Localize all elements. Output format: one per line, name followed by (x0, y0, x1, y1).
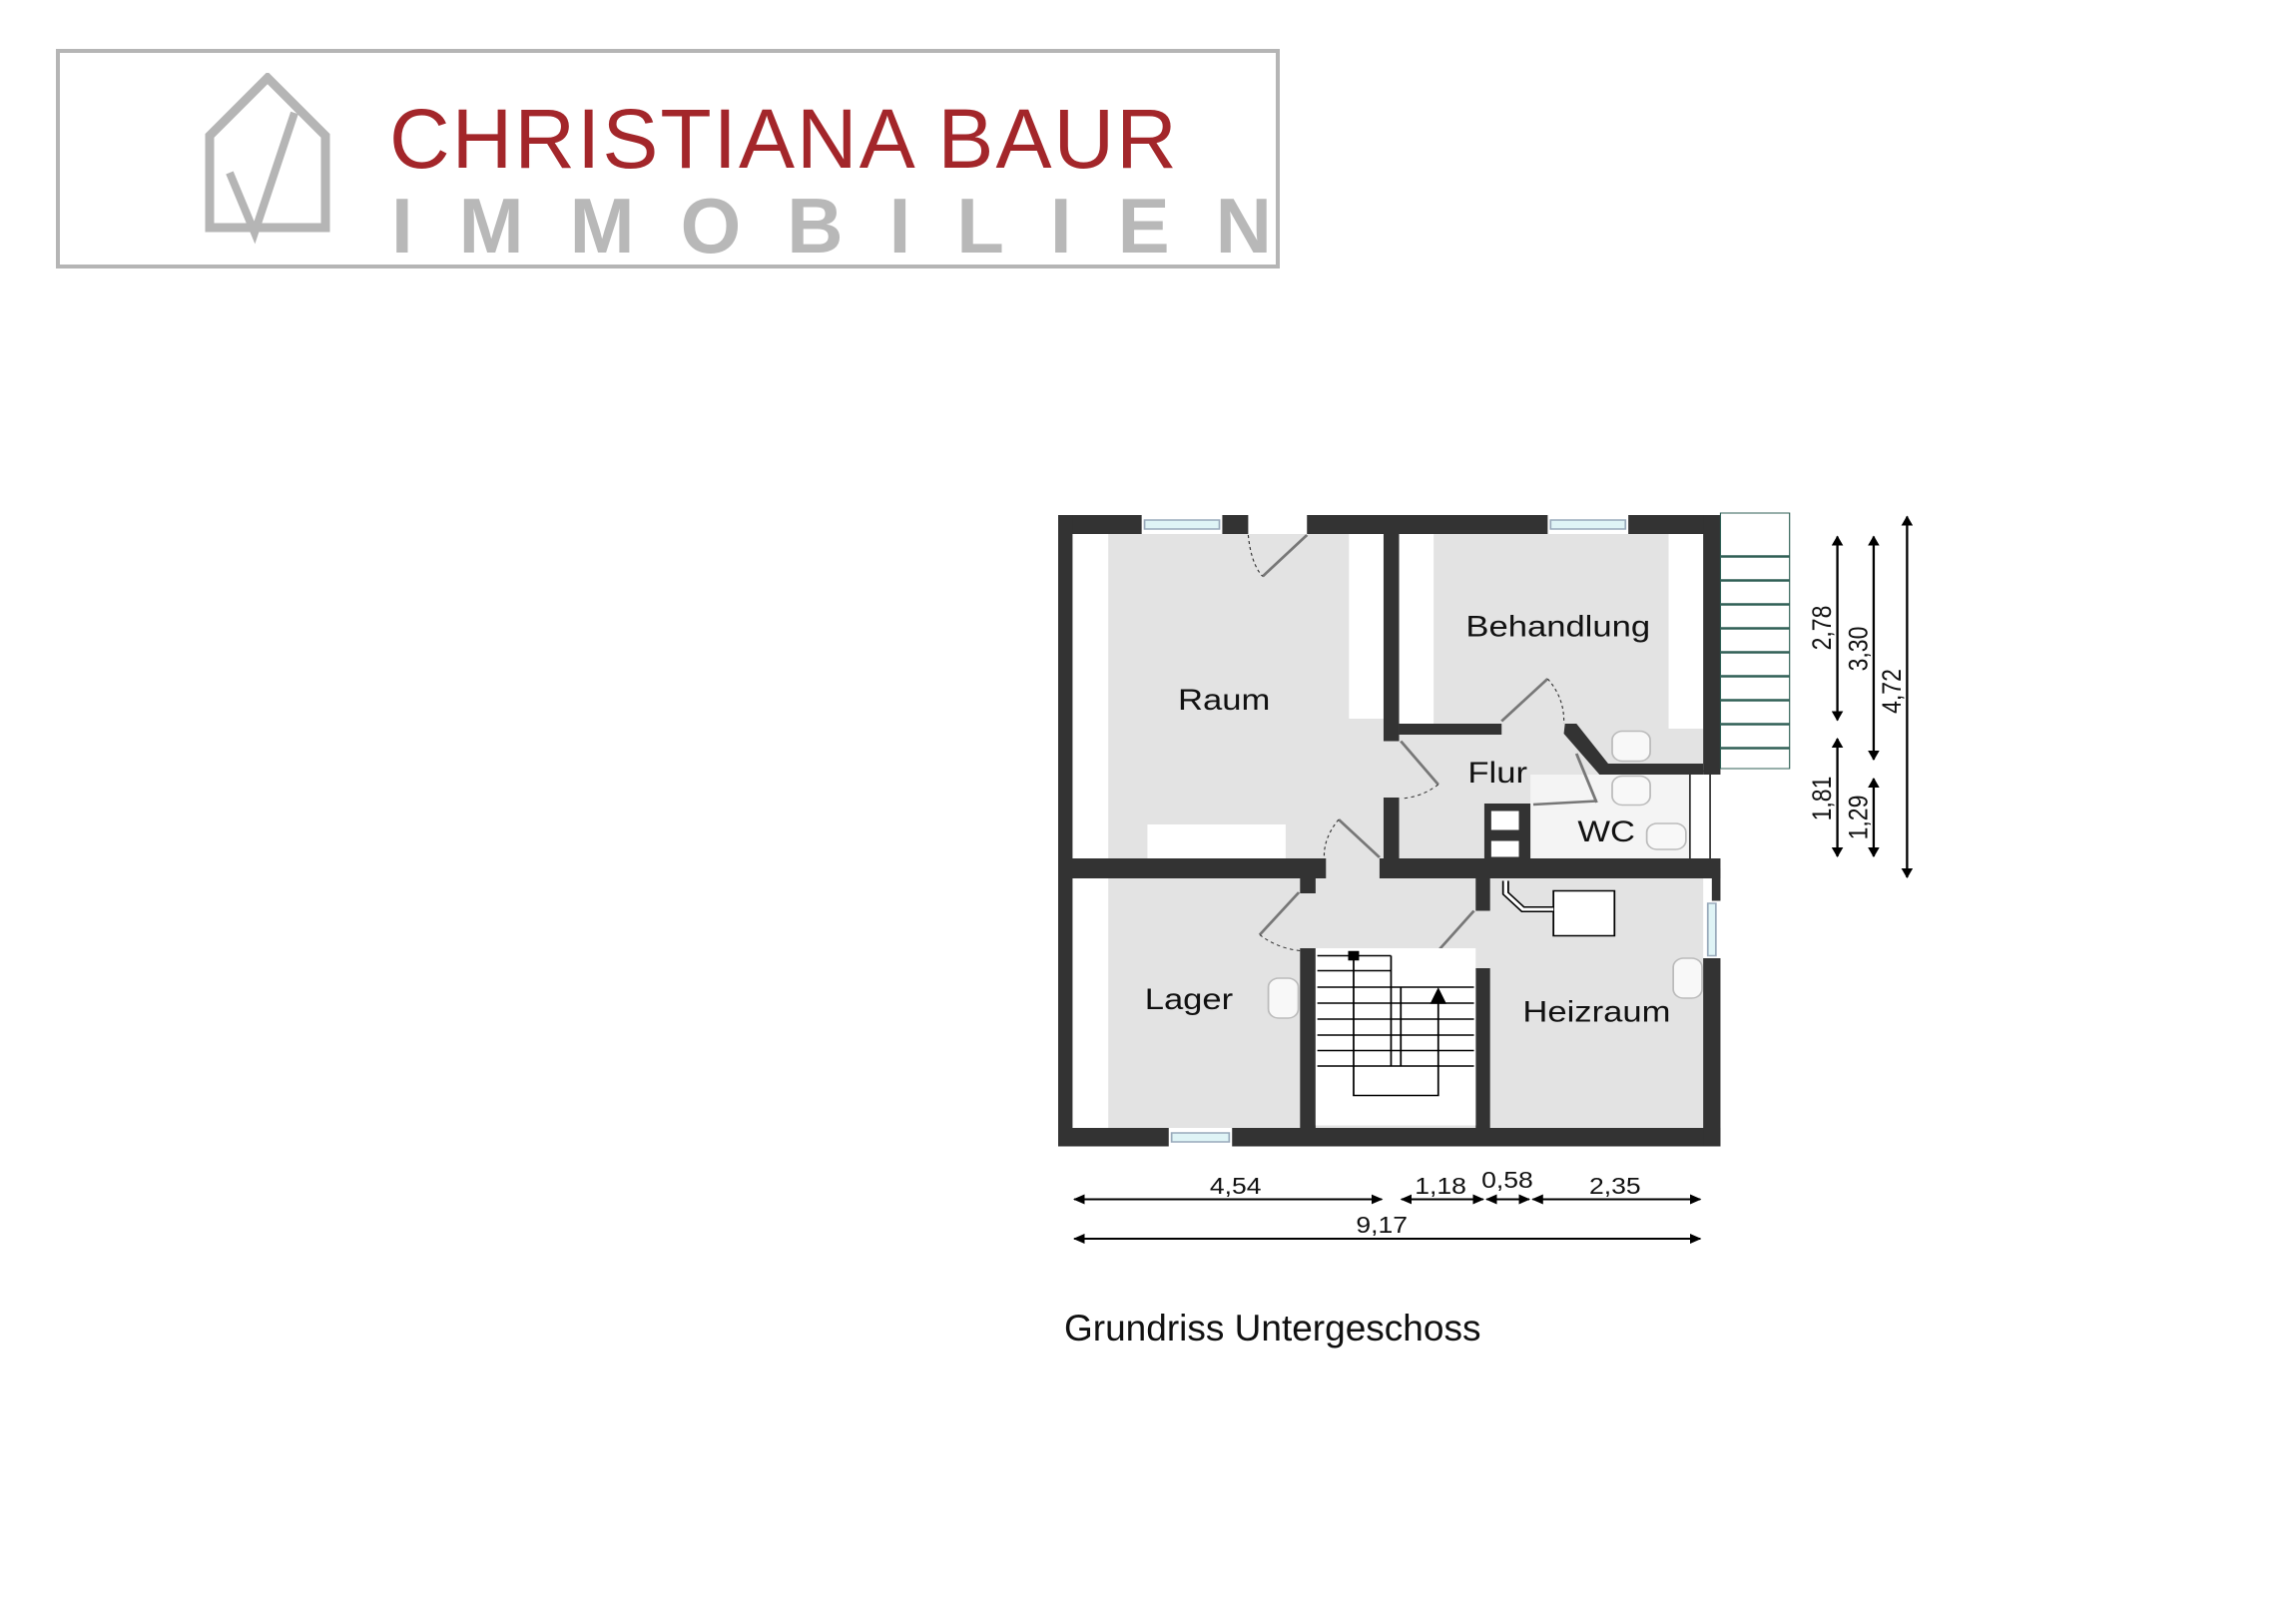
fixtures (1267, 730, 1703, 1019)
company-logo: CHRISTIANA BAUR IMMOBILIEN (56, 49, 1280, 270)
dim-label-total-height: 4,72 (1879, 669, 1908, 714)
room-label-heizraum: Heizraum (1522, 995, 1670, 1028)
dim-label: 0,58 (1481, 1169, 1533, 1194)
dim-label: 1,18 (1415, 1175, 1466, 1200)
windows (1143, 519, 1717, 1143)
walls (1058, 515, 1721, 1147)
brand-name: CHRISTIANA BAUR (389, 92, 1179, 186)
dim-label: 1,29 (1845, 796, 1874, 840)
room-label-lager: Lager (1145, 982, 1234, 1015)
room-label-wc: WC (1577, 814, 1635, 847)
dim-label-total-width: 9,17 (1356, 1214, 1408, 1239)
room-label-behandlung: Behandlung (1465, 610, 1650, 643)
plan-caption: Grundriss Untergeschoss (1064, 1308, 1481, 1349)
interior-staircase (1315, 948, 1476, 1126)
dim-label: 1,81 (1809, 777, 1838, 821)
brand-subtitle: IMMOBILIEN (391, 182, 1318, 270)
dim-label: 4,54 (1210, 1175, 1262, 1200)
dimension-lines (1073, 515, 1914, 1244)
floor-plan: Raum Behandlung Flur WC Lager Heizraum 4… (1058, 512, 1914, 1244)
dim-label: 2,78 (1809, 606, 1838, 651)
dim-label: 3,30 (1845, 627, 1874, 672)
house-check-icon (205, 73, 330, 245)
room-label-flur: Flur (1467, 756, 1527, 789)
exterior-stairs (1719, 512, 1791, 770)
room-label-raum: Raum (1178, 683, 1270, 716)
dim-label: 2,35 (1589, 1175, 1641, 1200)
